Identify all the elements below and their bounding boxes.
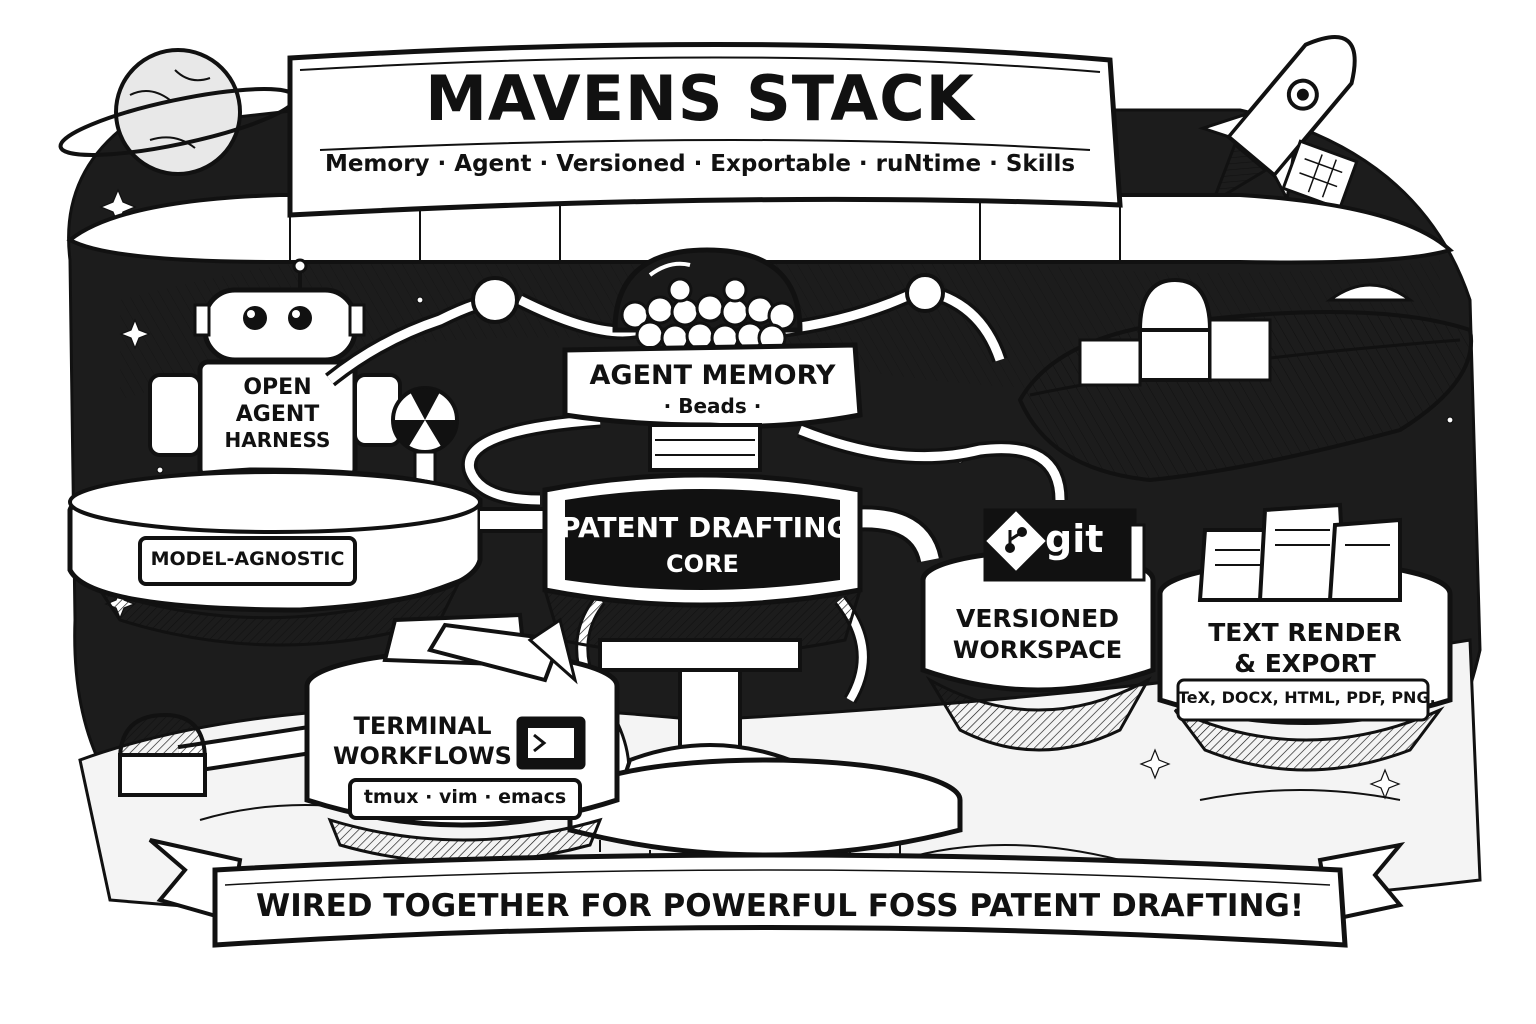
core-title: PATENT DRAFTING [560, 511, 850, 544]
harness-label-line3: HARNESS [224, 428, 331, 452]
pipe-joint [905, 273, 945, 313]
satellite-panel [1281, 139, 1359, 211]
harness-platform [67, 467, 483, 647]
git-logo-icon [986, 511, 1046, 571]
radiation-dish-icon [391, 386, 459, 489]
memory-dome [612, 247, 803, 353]
versioned-label-line1: VERSIONED [956, 604, 1119, 633]
memory-sub: · Beads · [663, 394, 762, 418]
title-banner [66, 41, 1454, 265]
terminal-tools: tmux · vim · emacs [363, 786, 567, 808]
terminal-window-icon [516, 716, 586, 770]
terminal-label-line1: TERMINAL [353, 712, 492, 740]
terminal-label-line2: WORKFLOWS [333, 742, 512, 770]
main-title: MAVENS STACK [425, 62, 975, 135]
export-platform [1157, 502, 1453, 772]
harness-label-line2: AGENT [235, 402, 320, 427]
memory-title: AGENT MEMORY [589, 360, 836, 391]
planet-icon [58, 48, 298, 176]
memory-column [648, 423, 762, 472]
versioned-label-line2: WORKSPACE [952, 636, 1123, 664]
subtitle: Memory · Agent · Versioned · Exportable … [324, 151, 1076, 177]
footer-text: WIRED TOGETHER FOR POWERFUL FOSS PATENT … [256, 888, 1304, 924]
rocket-icon [1198, 35, 1357, 206]
core-sub: CORE [666, 550, 739, 578]
floating-island [1017, 277, 1474, 483]
export-label-line1: TEXT RENDER [1208, 618, 1402, 647]
git-logo-text: git [1045, 517, 1104, 561]
terminal-platform [304, 612, 620, 864]
harness-label-line1: OPEN [243, 375, 312, 400]
pipe-joint [471, 276, 519, 324]
export-label-line2: & EXPORT [1234, 649, 1376, 678]
footer-ribbon [148, 838, 1406, 948]
export-formats: TeX, DOCX, HTML, PDF, PNG, [1178, 688, 1436, 707]
model-agnostic-tag: MODEL-AGNOSTIC [150, 548, 345, 570]
small-observatory [117, 712, 208, 797]
